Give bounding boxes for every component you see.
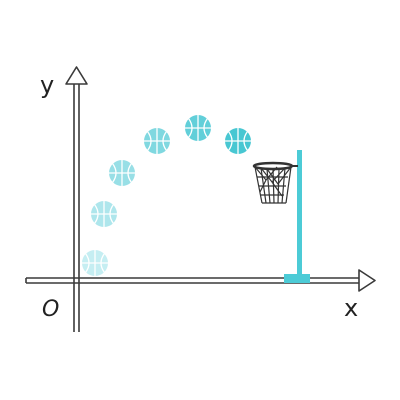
basketball-icon (224, 127, 252, 155)
hoop-rim (252, 161, 294, 171)
x-axis-arrow-icon (358, 269, 376, 292)
y-axis-label: y (40, 71, 54, 99)
hoop-base (284, 274, 310, 283)
ball-trajectory (81, 114, 252, 277)
basketball-icon (90, 200, 118, 228)
basketball-icon (81, 249, 109, 277)
basketball-hoop-icon (252, 150, 310, 283)
hoop-pole (297, 150, 302, 280)
y-axis (65, 66, 88, 332)
basketball-icon (184, 114, 212, 142)
basketball-icon (143, 127, 171, 155)
basketball-icon (108, 159, 136, 187)
origin-label: O (42, 297, 59, 322)
x-axis-label: x (344, 294, 358, 322)
hoop-net (254, 166, 292, 204)
y-axis-arrow-icon (65, 66, 88, 85)
